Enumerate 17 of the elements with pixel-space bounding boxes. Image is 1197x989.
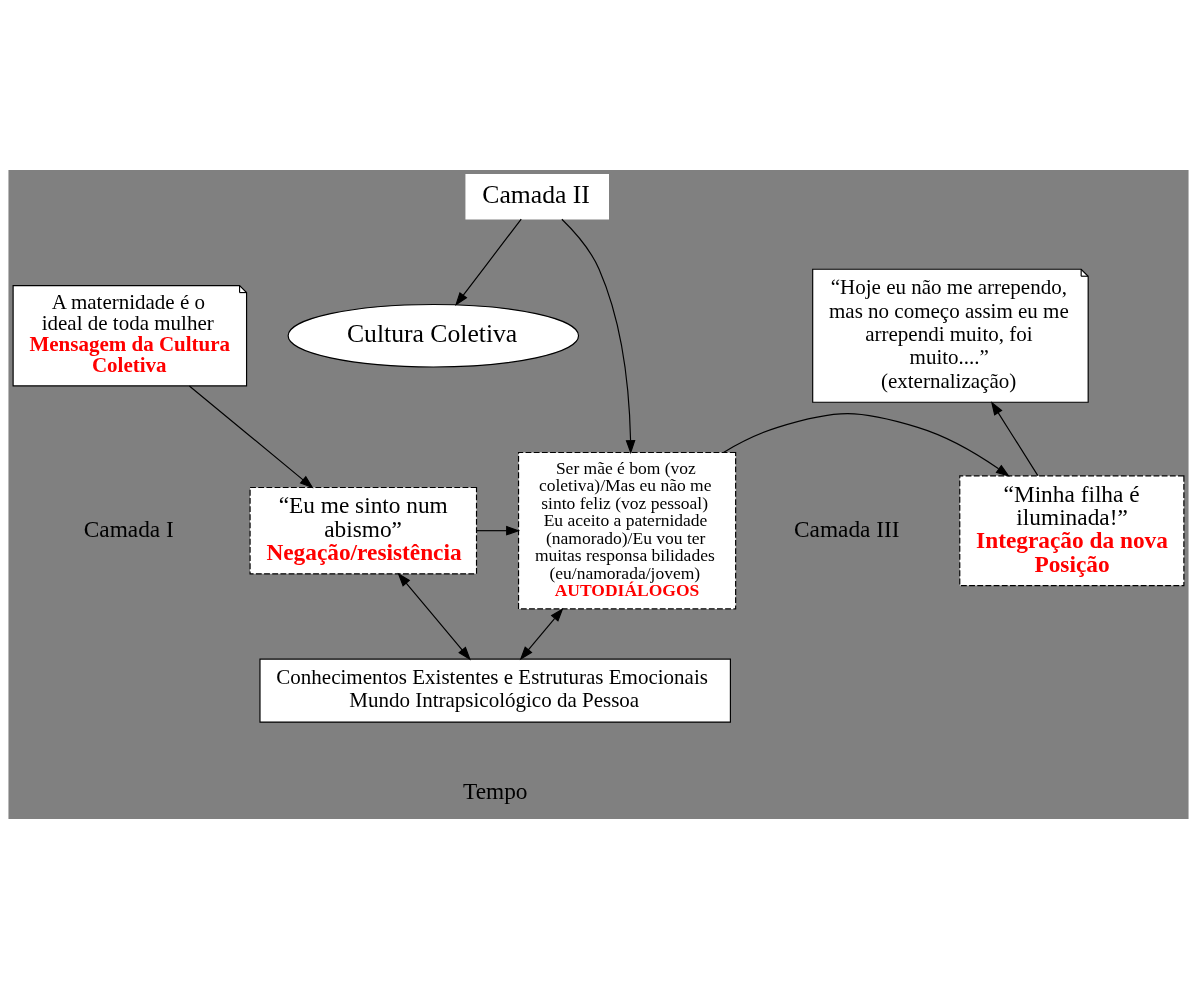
- arrow: [455, 218, 522, 307]
- arrow: [561, 218, 636, 455]
- arrow: [722, 413, 1010, 477]
- label: Tempo: [463, 778, 528, 805]
- node-box: “Eu me sinto num abismo” Negação/resistência: [249, 486, 478, 575]
- arrow: [476, 525, 521, 536]
- node-box: Ser mãe é bom (voz coletiva)/Mas eu não me sinto feliz (voz pessoal) Eu aceito a paternidade (namorado)/Eu vou ter muitas responsa bilidades (eu/namorada/jovem) AUTODIÁLOGOS: [517, 451, 737, 610]
- arrow: [188, 385, 314, 489]
- node-ellipse: Cultura Coletiva: [287, 303, 580, 368]
- arrow: [519, 607, 564, 661]
- arrow: [397, 572, 471, 661]
- label: Camada I: [83, 515, 174, 542]
- node-box: Conhecimentos Existentes e Estruturas Emocionais Mundo Intrapsicológico da Pessoa: [259, 658, 731, 723]
- node-box: “Minha filha é iluminada!” Integração da nova Posição: [959, 475, 1185, 587]
- arrow: [990, 401, 1039, 477]
- label: Camada III: [794, 515, 900, 542]
- node-box: Camada II: [465, 174, 609, 220]
